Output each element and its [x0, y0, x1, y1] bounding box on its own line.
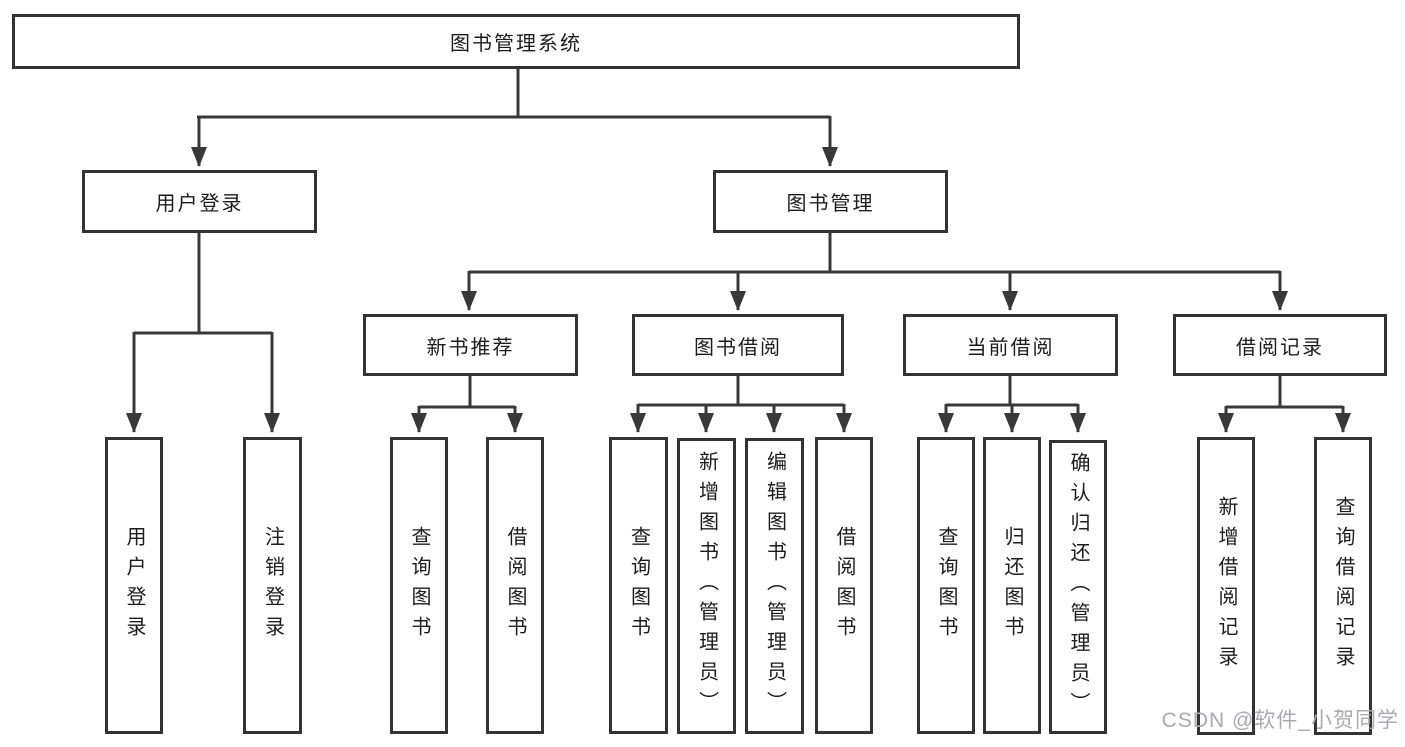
leaf-cur-query-books: 查询图书	[917, 437, 975, 734]
edge-manage-to-level3	[469, 233, 1280, 274]
node-book-manage: 图书管理	[713, 170, 948, 233]
node-root: 图书管理系统	[12, 14, 1020, 69]
node-borrow-records-label: 借阅记录	[1236, 336, 1324, 359]
edge-records-to-leaves	[1226, 376, 1343, 409]
edge-recommend-to-leaves	[419, 376, 515, 409]
node-borrow-records: 借阅记录	[1173, 314, 1387, 376]
node-book-manage-label: 图书管理	[786, 193, 875, 215]
leaf-rcd-query-record: 查询借阅记录	[1314, 437, 1372, 735]
leaf-cur-confirm-return-admin: 确认归还（管理员）	[1049, 440, 1107, 734]
node-new-book-recommend-label: 新书推荐	[426, 336, 515, 359]
node-current-borrow: 当前借阅	[903, 314, 1118, 376]
node-book-borrow-label: 图书借阅	[694, 336, 782, 359]
edge-current-to-leaves	[946, 376, 1078, 407]
leaf-bor-edit-books-admin: 编辑图书（管理员）	[745, 438, 804, 734]
watermark: CSDN @软件_小贺同学	[1161, 709, 1399, 732]
leaf-logout: 注销登录	[243, 437, 302, 734]
leaf-bor-borrow-books: 借阅图书	[815, 437, 873, 734]
leaf-rcd-add-record: 新增借阅记录	[1197, 437, 1255, 735]
node-root-label: 图书管理系统	[450, 33, 582, 55]
edge-login-to-leaves	[134, 233, 272, 335]
node-user-login: 用户登录	[82, 170, 317, 233]
leaf-cur-return-books: 归还图书	[983, 437, 1041, 734]
node-current-borrow-label: 当前借阅	[966, 336, 1055, 359]
node-user-login-label: 用户登录	[155, 193, 244, 215]
leaf-user-login: 用户登录	[105, 437, 163, 734]
node-new-book-recommend: 新书推荐	[363, 314, 578, 376]
leaf-bor-query-books: 查询图书	[609, 437, 668, 734]
leaf-bor-add-books-admin: 新增图书（管理员）	[677, 438, 736, 734]
edge-root-to-level2	[197, 69, 830, 119]
node-book-borrow: 图书借阅	[632, 314, 844, 376]
edge-borrow-to-leaves	[638, 376, 844, 407]
leaf-rec-query-books: 查询图书	[390, 437, 448, 734]
leaf-rec-borrow-books: 借阅图书	[486, 437, 544, 734]
